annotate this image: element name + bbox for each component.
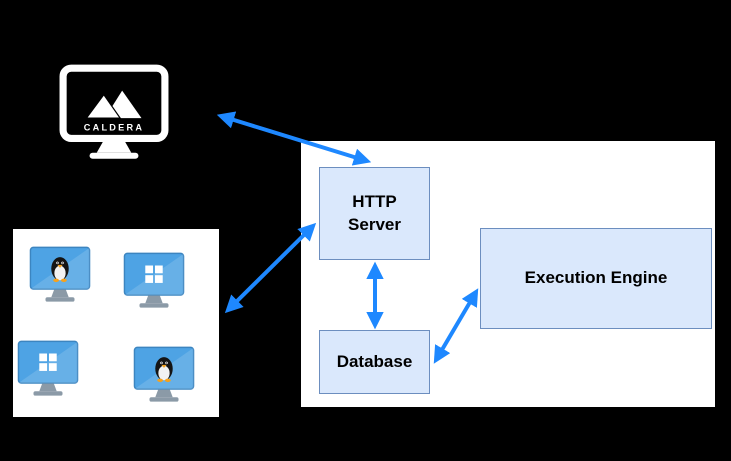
caldera-logo-text: CALDERA (84, 122, 144, 132)
agents-panel (12, 228, 220, 418)
linux-agent-monitor-icon (29, 245, 91, 305)
caldera-monitor-icon: CALDERA (59, 64, 169, 159)
linux-agent-monitor-icon (133, 345, 195, 405)
execution-engine-label: Execution Engine (524, 268, 668, 288)
caldera-operator-monitor: CALDERA (58, 62, 170, 166)
database-label: Database (336, 351, 413, 371)
windows-agent-monitor-icon (123, 251, 185, 311)
windows-agent-monitor-icon (17, 339, 79, 399)
http-server-node: HTTP Server (319, 167, 430, 260)
execution-engine-node: Execution Engine (480, 228, 712, 329)
database-node: Database (319, 330, 430, 394)
mountain-icon (85, 93, 122, 119)
http-server-label: HTTP Server (348, 191, 401, 234)
